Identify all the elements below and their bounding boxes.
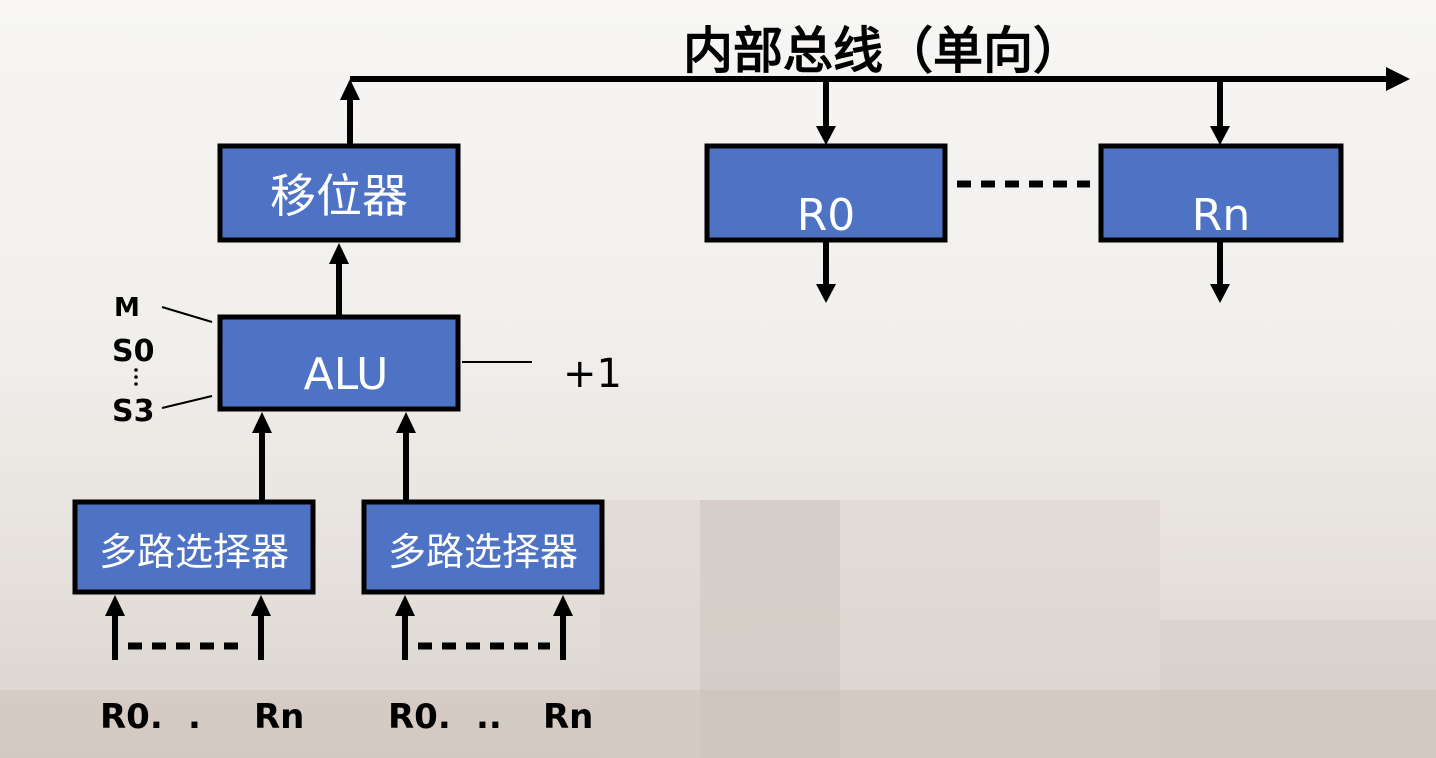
alu-label: ALU [304, 349, 389, 400]
right-input-rn-label: Rn [543, 697, 593, 737]
register-r0-label: R0 [797, 190, 856, 241]
right-mux-input-r0-arrow [395, 595, 415, 616]
left-mux-to-alu-arrow [252, 412, 272, 433]
right-mux-input-rn-arrow [553, 595, 573, 616]
control-m-line [161, 306, 213, 323]
control-s3-line [161, 395, 213, 409]
alu-to-shifter-arrow [329, 243, 349, 264]
right-input-mid-label: .. [476, 697, 502, 737]
left-input-r0-label: R0. [100, 697, 163, 737]
background-tower [700, 500, 840, 758]
bus-title: 内部总线（单向） [683, 21, 1083, 80]
control-s3-label: S3 [112, 394, 154, 429]
background-building [600, 500, 1160, 758]
left-mux-label: 多路选择器 [99, 530, 289, 574]
shifter-label: 移位器 [270, 169, 408, 223]
rn-output-arrow [1210, 284, 1230, 303]
left-mux-input-rn-arrow [251, 595, 271, 616]
right-mux-label: 多路选择器 [388, 530, 578, 574]
left-mux-input-r0-arrow [105, 595, 125, 616]
register-rn-label: Rn [1192, 190, 1250, 241]
right-input-r0-label: R0. [388, 697, 451, 737]
shifter-block [217, 143, 461, 243]
bus-arrowhead [1386, 67, 1410, 91]
alu-block [217, 314, 461, 412]
control-dot [134, 382, 138, 386]
background-ground [0, 690, 1436, 758]
bus-to-rn-arrow [1210, 126, 1230, 145]
r0-output-arrow [816, 284, 836, 303]
right-mux-to-alu-arrow [396, 412, 416, 433]
background-wing [1160, 620, 1436, 758]
right-mux-block [361, 499, 605, 595]
control-s0-label: S0 [112, 334, 154, 369]
control-m-label: M [114, 293, 140, 323]
control-dot [134, 368, 138, 372]
left-input-mid-label: . [188, 697, 201, 737]
bus-to-r0-arrow [816, 126, 836, 145]
left-mux-block [72, 499, 316, 595]
carry-in-label: +1 [563, 351, 622, 397]
left-input-rn-label: Rn [254, 697, 304, 737]
control-dot [134, 375, 138, 379]
shifter-to-bus-arrow [340, 79, 360, 100]
